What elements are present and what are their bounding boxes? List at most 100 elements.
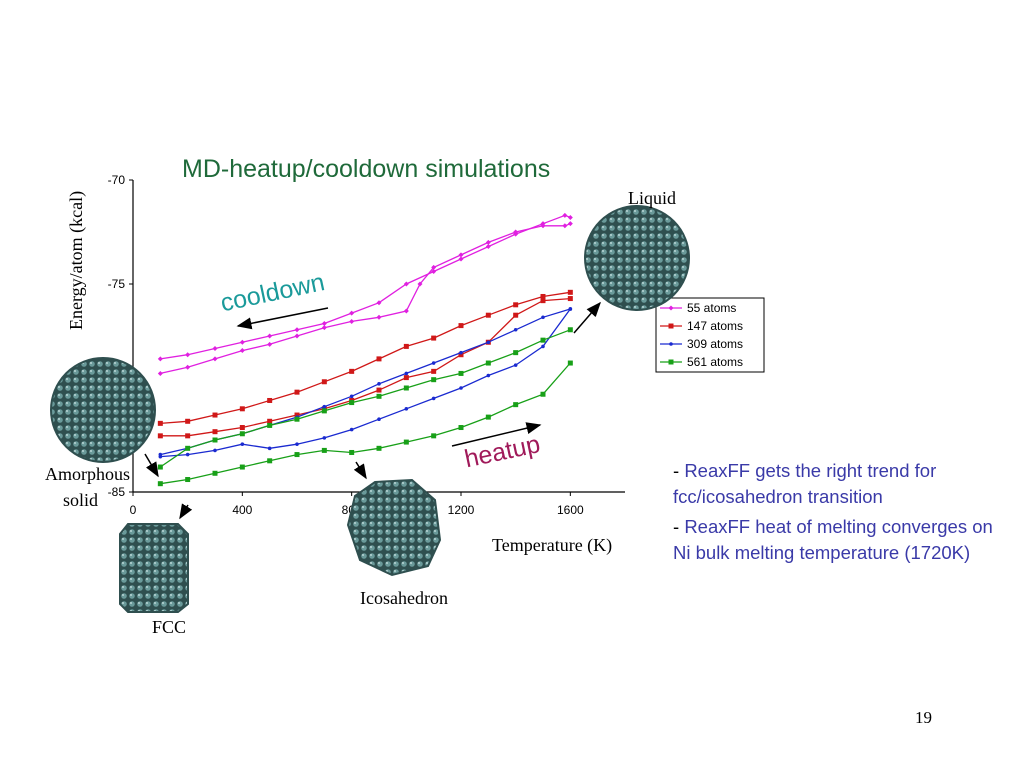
data-point: [376, 314, 382, 320]
data-point: [322, 404, 327, 409]
data-point: [431, 335, 437, 341]
data-point: [541, 315, 545, 320]
data-point: [485, 414, 491, 420]
data-point: [513, 327, 518, 332]
series-line: [159, 329, 571, 468]
data-point: [459, 386, 463, 390]
legend-label: 309 atoms: [687, 337, 743, 351]
amorphous-arrow: [144, 453, 159, 478]
data-point: [294, 452, 300, 458]
fcc-cluster-image: [119, 523, 189, 613]
data-point: [431, 264, 437, 270]
fcc-arrow: [179, 503, 193, 520]
bullet-dash: -: [673, 460, 685, 481]
data-point: [567, 289, 573, 295]
data-point: [185, 418, 191, 424]
x-tick-label: 400: [232, 503, 252, 517]
series-line: [160, 297, 571, 437]
data-point: [185, 477, 191, 483]
data-point: [267, 458, 273, 464]
data-point: [294, 333, 300, 339]
data-point: [562, 223, 568, 229]
data-point: [513, 402, 519, 408]
amorphous-label-line1: Amorphous: [45, 464, 130, 484]
data-point: [240, 442, 245, 446]
data-point: [376, 387, 382, 393]
series-line: [160, 223, 571, 375]
data-point: [568, 307, 573, 311]
data-point: [212, 429, 218, 435]
data-point: [567, 214, 573, 220]
data-point: [185, 352, 191, 358]
data-point: [485, 244, 491, 250]
data-point: [158, 452, 163, 457]
data-point: [458, 370, 464, 376]
data-point: [458, 323, 464, 329]
data-point: [404, 407, 409, 411]
data-point: [185, 364, 191, 370]
data-point: [458, 425, 464, 431]
data-point: [458, 252, 464, 258]
amorphous-label-line2: solid: [62, 490, 98, 510]
data-point: [458, 352, 464, 358]
data-point: [431, 433, 437, 439]
data-point: [185, 445, 191, 451]
data-point: [567, 221, 573, 227]
data-point: [567, 360, 573, 366]
series-4: [157, 327, 573, 487]
series-line: [160, 214, 571, 360]
liquid-cluster-image: [584, 205, 690, 311]
data-point: [431, 269, 437, 275]
liquid-arrow: [573, 301, 601, 334]
data-point: [540, 391, 546, 397]
data-point: [485, 360, 491, 366]
data-point: [294, 327, 300, 333]
data-point: [562, 212, 568, 218]
data-point: [157, 464, 163, 470]
data-point: [540, 223, 546, 229]
data-point: [294, 416, 300, 422]
data-point: [403, 439, 409, 445]
chart-axes: 040080012001600-70-75-85: [108, 173, 625, 517]
liquid-label: Liquid: [628, 188, 676, 208]
data-point: [668, 323, 674, 329]
icosahedron-label: Icosahedron: [360, 588, 448, 608]
data-point: [513, 302, 519, 308]
data-point: [669, 342, 673, 346]
slide-title: MD-heatup/cooldown simulations: [182, 155, 551, 183]
data-point: [321, 447, 327, 453]
data-point: [567, 327, 573, 333]
data-point: [349, 368, 355, 374]
data-point: [540, 337, 546, 343]
data-point: [513, 350, 519, 356]
data-point: [404, 371, 409, 376]
series-1: [157, 212, 573, 376]
data-point: [157, 370, 163, 376]
data-point: [321, 408, 327, 414]
data-point: [403, 308, 409, 314]
data-point: [157, 433, 163, 439]
data-point: [239, 406, 245, 412]
series-2: [157, 289, 573, 439]
data-point: [185, 433, 191, 439]
data-point: [267, 397, 273, 403]
data-point: [239, 431, 245, 437]
bullet-list: - ReaxFF gets the right trend for fcc/ic…: [673, 458, 1013, 570]
y-tick-label: -75: [108, 277, 126, 291]
data-point: [668, 359, 674, 365]
data-point: [567, 296, 573, 302]
data-point: [267, 422, 273, 428]
data-point: [157, 356, 163, 362]
data-point: [294, 389, 300, 395]
x-tick-label: 0: [130, 503, 137, 517]
legend-label: 561 atoms: [687, 355, 743, 369]
data-point: [239, 339, 245, 345]
y-tick-label: -70: [108, 173, 126, 187]
data-point: [267, 418, 273, 424]
bullet-item: - ReaxFF heat of melting converges on Ni…: [673, 514, 1013, 566]
data-point: [513, 229, 519, 235]
data-point: [403, 375, 409, 381]
data-point: [459, 350, 463, 355]
data-point: [267, 341, 273, 347]
